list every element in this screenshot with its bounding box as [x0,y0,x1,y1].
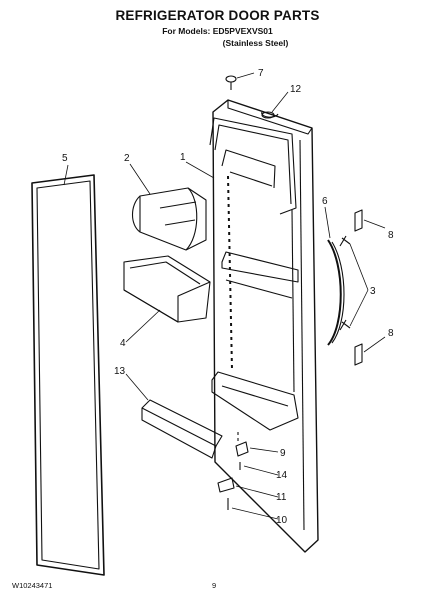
callout-9: 9 [280,448,286,459]
handle-end-cap-part [354,209,363,366]
dairy-compartment-part [131,187,207,251]
handle-screw-part [339,235,351,331]
callout-labels: 7 12 1 2 5 6 8 3 8 4 13 9 14 11 10 [62,68,394,526]
callout-2: 2 [124,153,130,164]
callout-12: 12 [290,84,302,95]
door-handle-part [327,239,345,346]
callout-13: 13 [114,366,126,377]
callout-1: 1 [180,152,186,163]
top-plug-part [261,111,275,119]
callout-11: 11 [276,492,287,503]
callout-7: 7 [258,68,264,79]
page-title: REFRIGERATOR DOOR PARTS [115,8,320,23]
page-number: 9 [212,581,217,590]
lower-door-shelf-part [141,399,223,459]
door-liner-part [209,99,319,553]
models-subtitle: For Models: ED5PVEXVS01 [162,26,273,36]
top-screw-part [225,75,237,90]
lower-hinge-hardware [217,432,249,510]
leader-lines [63,72,386,520]
callout-8-top: 8 [388,230,394,241]
callout-6: 6 [322,196,328,207]
callout-10: 10 [276,515,288,526]
document-number: W10243471 [12,581,53,590]
callout-14: 14 [276,470,288,481]
callout-8-bottom: 8 [388,328,394,339]
callout-4: 4 [120,338,126,349]
door-gasket-part [31,174,105,576]
finish-subtitle: (Stainless Steel) [222,38,289,48]
callout-5: 5 [62,153,68,164]
door-bin-part [123,255,211,323]
callout-3: 3 [370,286,376,297]
